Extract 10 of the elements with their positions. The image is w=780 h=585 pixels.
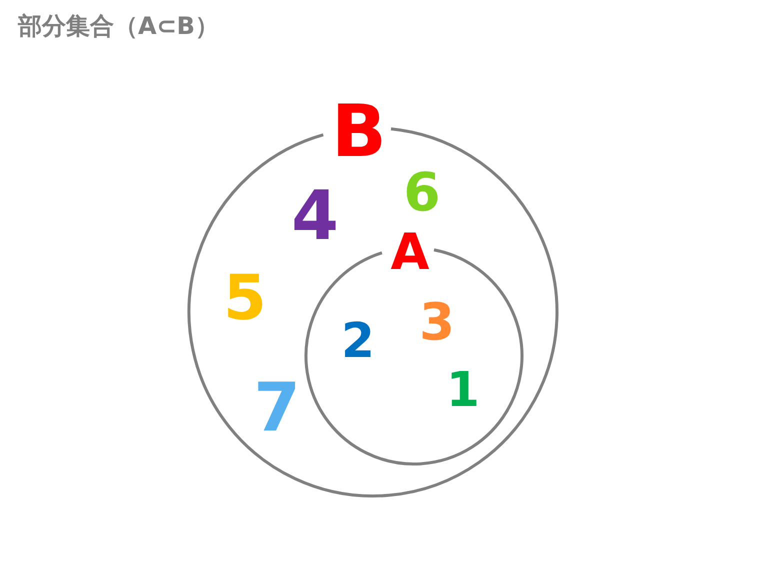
element-number: 7 bbox=[254, 374, 300, 442]
element-number: 3 bbox=[419, 298, 455, 348]
element-number: 4 bbox=[291, 183, 339, 251]
title: 部分集合（A⊂B） bbox=[18, 12, 219, 41]
element-number: 6 bbox=[404, 166, 440, 220]
set-label: B bbox=[332, 95, 386, 167]
set-label: A bbox=[390, 227, 430, 277]
element-number: 1 bbox=[446, 366, 480, 414]
element-number: 5 bbox=[223, 267, 267, 329]
element-number: 2 bbox=[341, 317, 375, 365]
